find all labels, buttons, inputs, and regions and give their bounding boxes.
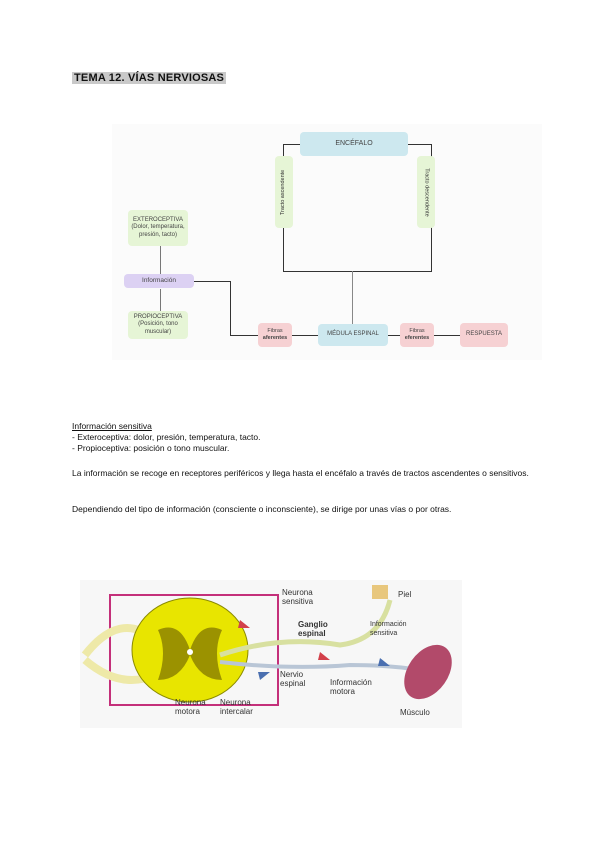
label-neurona-motora: Neurona motora (175, 698, 206, 716)
info-paragraph-1: La información se recoge en receptores p… (72, 468, 529, 478)
info-line-exteroceptiva: - Exteroceptiva: dolor, presión, tempera… (72, 432, 261, 442)
label-ganglio: Ganglio espinal (298, 620, 328, 638)
label-musculo: Músculo (400, 708, 430, 717)
connector-info-to-fibras (194, 281, 230, 282)
fibras-label: Fibras (267, 328, 283, 335)
encefalo-label: ENCÉFALO (335, 139, 373, 147)
respuesta-label: RESPUESTA (466, 331, 502, 338)
medula-box: MÉDULA ESPINAL (318, 324, 388, 346)
tracto-ascendente-label: Tracto ascendente (280, 169, 287, 215)
connector-info-prop (160, 289, 161, 311)
propioceptiva-body: (Posición, tono muscular) (138, 321, 178, 335)
informacion-box: Información (124, 274, 194, 288)
eferentes-label: eferentes (404, 335, 430, 341)
page-title: TEMA 12. VÍAS NERVIOSAS (72, 72, 227, 84)
medula-label: MÉDULA ESPINAL (327, 331, 379, 338)
connector-to-fibras-in (230, 335, 258, 336)
label-info-sensitiva: Información sensitiva (370, 621, 407, 637)
tracto-ascendente-box: Tracto ascendente (275, 156, 293, 228)
info-line-propioceptiva: - Propioceptiva: posición o tono muscula… (72, 443, 230, 453)
encefalo-box: ENCÉFALO (300, 132, 408, 156)
connector-bottom-bar (283, 271, 432, 272)
connector-aferentes-medula (292, 335, 318, 336)
label-info-motora: Información motora (330, 678, 372, 696)
connector-vertical-info (230, 281, 231, 335)
spinal-cord-illustration (81, 585, 452, 706)
tracto-descendente-label: Tracto descendente (423, 167, 430, 217)
connector-medula-eferentes (388, 335, 400, 336)
connector-medula-up (352, 271, 353, 326)
respuesta-box: RESPUESTA (460, 323, 508, 347)
tracto-descendente-box: Tracto descendente (417, 156, 435, 228)
propioceptiva-heading: PROPIOCEPTIVA (133, 313, 183, 320)
info-heading: Información sensitiva (72, 421, 152, 431)
exteroceptiva-heading: EXTEROCEPTIVA (133, 216, 183, 223)
label-neurona-sensitiva: Neurona sensitiva (282, 588, 314, 606)
connector-eferentes-respuesta (434, 335, 460, 336)
label-nervio: Nervio espinal (280, 670, 306, 688)
exteroceptiva-body: (Dolor, temperatura, presión, tacto) (131, 224, 185, 238)
fibras-aferentes-box: Fibras aferentes (258, 323, 292, 347)
fibras-eferentes-box: Fibras eferentes (400, 323, 434, 347)
fibras-label-2: Fibras (409, 328, 425, 335)
propioceptiva-box: PROPIOCEPTIVA (Posición, tono muscular) (128, 311, 188, 339)
label-piel: Piel (398, 590, 412, 599)
informacion-label: Información (142, 276, 176, 284)
connector-exte-info (160, 246, 161, 274)
info-paragraph-2: Dependiendo del tipo de información (con… (72, 504, 452, 514)
concept-map: ENCÉFALO Tracto ascendente Tracto descen… (112, 124, 542, 360)
exteroceptiva-box: EXTEROCEPTIVA (Dolor, temperatura, presi… (128, 210, 188, 246)
aferentes-label: aferentes (262, 335, 288, 341)
label-neurona-intercalar: Neurona intercalar (220, 698, 253, 716)
spinal-cord-figure: Neurona sensitiva Piel Ganglio espinal I… (80, 580, 462, 728)
